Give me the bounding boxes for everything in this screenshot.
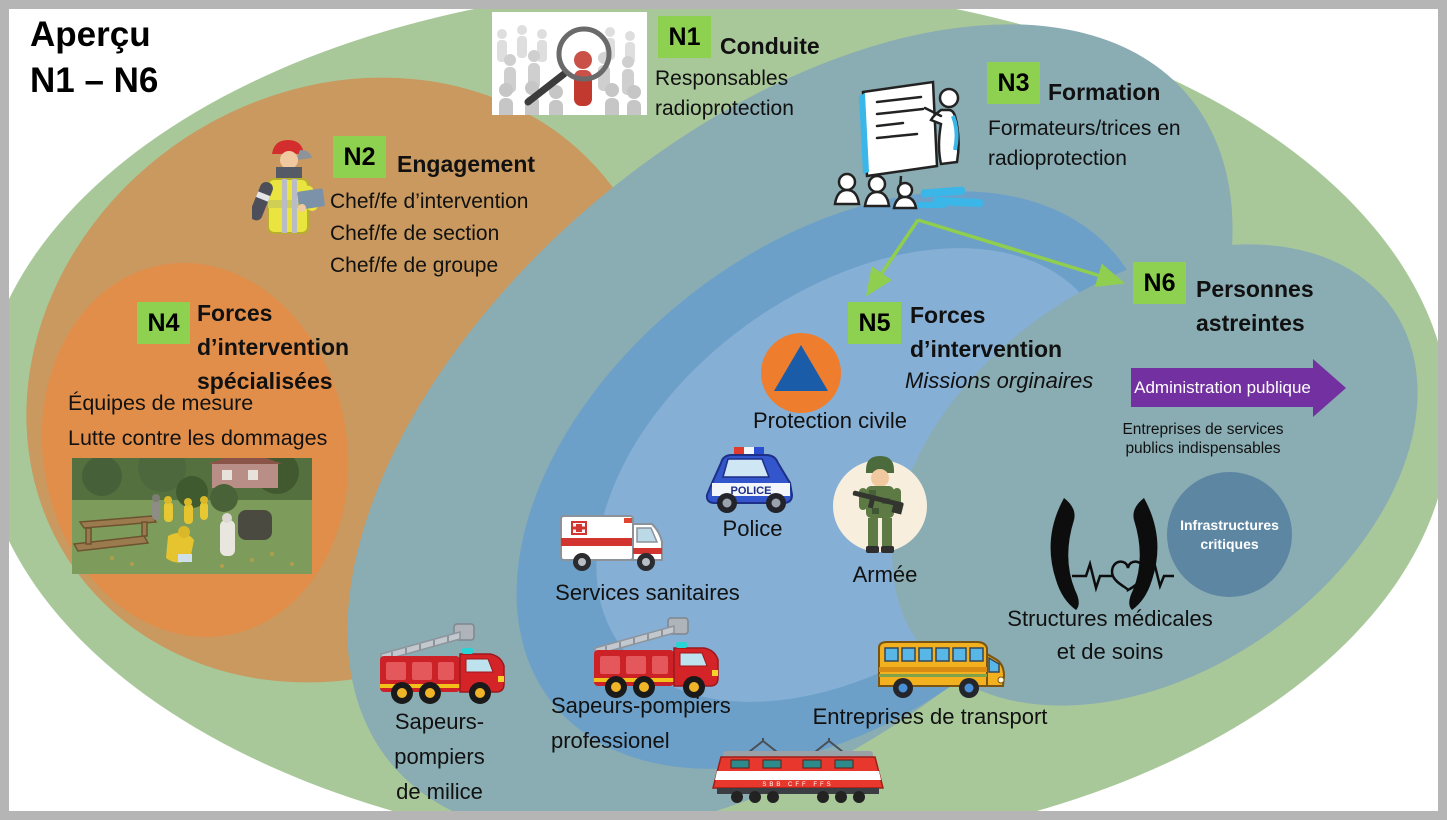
hands-heartbeat-icon [1050, 498, 1174, 610]
badge-n4-label: N4 [147, 308, 180, 337]
services-sanitaires-label: Services sanitaires [555, 580, 740, 605]
administration-arrow-label: Administration publique [1134, 377, 1311, 397]
services-publics-label: Entreprises de services publics indispen… [1122, 421, 1284, 457]
n6-title: Personnes astreintes [1196, 276, 1314, 336]
svg-text:SBB CFF FFS: SBB CFF FFS [762, 782, 833, 788]
fire-truck-milice-icon [376, 608, 508, 708]
protection-civile-logo [761, 333, 841, 413]
n1-title: Conduite [720, 33, 820, 59]
badge-n2: N2 [333, 136, 386, 178]
page-title-line1: Aperçu [30, 15, 151, 54]
train-icon: SBB CFF FFS [712, 738, 884, 803]
crowd-magnifier-image [492, 12, 647, 115]
badge-n3: N3 [987, 62, 1040, 104]
school-bus-icon [878, 641, 1006, 698]
n3-title: Formation [1048, 79, 1161, 105]
n3-description: Formateurs/trices en radioprotection [988, 117, 1181, 170]
badge-n4: N4 [137, 302, 190, 344]
badge-n5-label: N5 [858, 308, 891, 337]
transport-label: Entreprises de transport [812, 704, 1048, 729]
trainer-flipchart-image [833, 80, 984, 210]
badge-n5: N5 [848, 302, 901, 344]
n5-title: Forces d’intervention [910, 302, 1063, 362]
badge-n6-label: N6 [1143, 268, 1176, 297]
infrastructures-critiques-circle: Infrastructures critiques [1167, 472, 1292, 597]
armee-label: Armée [852, 562, 918, 587]
n2-title: Engagement [397, 151, 536, 177]
soldier-icon [833, 456, 927, 553]
badge-n2-label: N2 [343, 142, 376, 171]
n5-subtitle: Missions orginaires [905, 368, 1094, 393]
badge-n3-label: N3 [997, 68, 1030, 97]
badge-n1-label: N1 [668, 22, 701, 51]
n1-description: Responsables radioprotection [655, 67, 794, 120]
administration-arrow: Administration publique [1131, 368, 1314, 407]
n4-title: Forces d’intervention spécialisées [197, 300, 350, 394]
sp-milice-label: Sapeurs- pompiers de milice [394, 709, 485, 804]
police-label: Police [722, 516, 783, 541]
protection-civile-label: Protection civile [752, 408, 908, 433]
structures-medicales-label: Structures médicales et de soins [1007, 606, 1213, 664]
hazmat-team-photo [72, 458, 312, 574]
n4-description: Équipes de mesure Lutte contre les domma… [68, 391, 328, 450]
badge-n1: N1 [658, 16, 711, 58]
page-title-line2: N1 – N6 [30, 61, 159, 100]
administration-arrow-head [1313, 359, 1346, 417]
police-car-icon: POLICE [705, 447, 794, 513]
sp-professionel-label: Sapeurs-pompiers professionel [551, 693, 731, 753]
n2-description: Chef/fe d’intervention Chef/fe de sectio… [330, 190, 529, 277]
svg-text:POLICE: POLICE [731, 485, 772, 497]
badge-n6: N6 [1133, 262, 1186, 304]
page-title: Aperçu N1 – N6 [30, 12, 158, 104]
infrastructures-critiques-label: Infrastructures critiques [1180, 516, 1279, 552]
fire-truck-professionel-icon [590, 602, 722, 702]
firefighter-officer-image [252, 140, 325, 234]
ambulance-icon [560, 515, 663, 571]
